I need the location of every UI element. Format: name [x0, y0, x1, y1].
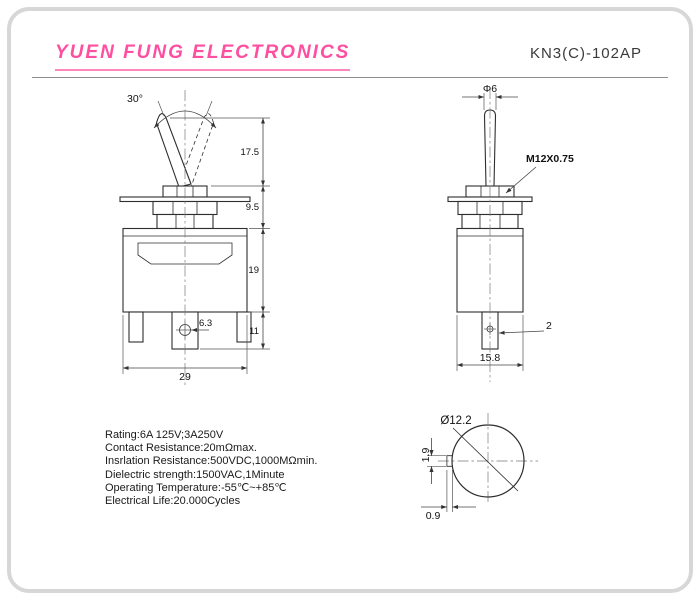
side-lever-dia-dim: Φ6	[483, 83, 497, 95]
side-view-drawing: Φ6 M12X0.75 2 15.8	[447, 83, 574, 382]
header-divider	[32, 77, 668, 78]
toggle-lever-front	[155, 113, 192, 188]
spec-line: Contact Resistance:20mΩmax.	[105, 442, 257, 455]
thread-spec-label: M12X0.75	[526, 153, 574, 165]
cutout-dia-dim: Ø12.2	[440, 415, 471, 427]
front-hole-dia-dim: 6.3	[199, 318, 212, 329]
keyway-slot	[446, 455, 453, 467]
front-terminal-length-dim: 11	[249, 326, 259, 337]
spec-line: Rating:6A 125V;3A250V	[105, 429, 224, 441]
front-width-dim: 29	[179, 371, 191, 383]
part-number: KN3(C)-102AP	[529, 45, 642, 62]
front-view-drawing: 30° 6.3	[119, 90, 270, 385]
diameter-leader	[452, 427, 519, 492]
terminal-left	[128, 311, 144, 343]
front-angle-dim: 30°	[127, 93, 143, 105]
spec-line: Dielectric strength:1500VAC,1Minute	[105, 468, 285, 481]
front-body-height-dim: 19	[248, 265, 259, 276]
keyway-depth-dim: 0.9	[426, 510, 441, 522]
front-lever-height-dim: 17.5	[241, 147, 260, 158]
spec-line: Electrical Life:20.000Cycles	[105, 495, 241, 508]
panel-hole-circle	[451, 424, 525, 498]
front-bushing-height-dim: 9.5	[246, 202, 259, 213]
spec-line: Insrlation Resistance:500VDC,1000MΩmin.	[105, 455, 318, 468]
spec-block: Rating:6A 125V;3A250V Contact Resistance…	[105, 429, 317, 508]
terminal-right	[236, 311, 252, 343]
keyway-width-dim: 1.9	[420, 448, 432, 463]
body-inner-detail	[137, 242, 233, 265]
brand-title: YUEN FUNG ELECTRONICS	[55, 42, 351, 71]
panel-cutout-drawing: Ø12.2 1.9 0.9	[420, 413, 538, 522]
terminal-thickness-dim: 2	[546, 320, 552, 332]
side-depth-dim: 15.8	[480, 352, 501, 364]
spec-line: Operating Temperature:-55℃~+85℃	[105, 481, 287, 494]
